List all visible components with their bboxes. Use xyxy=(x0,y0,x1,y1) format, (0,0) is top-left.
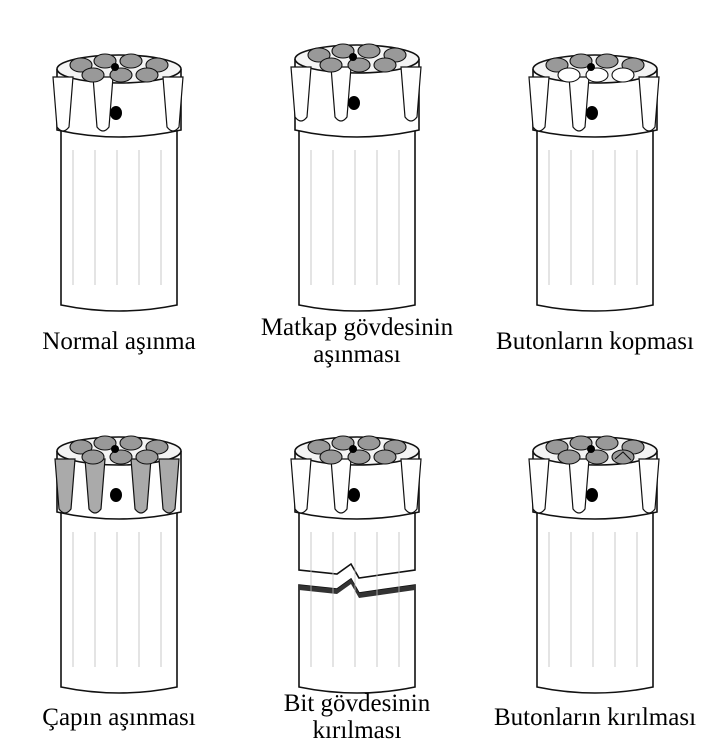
panel-body-wear: Matkap gövdesinin aşınması xyxy=(238,0,476,385)
panel-button-break: Butonların kırılması xyxy=(476,382,714,747)
bit-body xyxy=(299,130,415,311)
flushing-hole xyxy=(587,445,595,453)
side-flushing-hole xyxy=(110,488,122,502)
flushing-hole xyxy=(587,63,595,71)
panel-normal-wear: Normal aşınma xyxy=(0,0,238,370)
carbide-button xyxy=(612,68,634,82)
flushing-hole xyxy=(111,445,119,453)
bit-body xyxy=(61,512,177,693)
lower-body-segment xyxy=(299,579,415,693)
side-flushing-hole xyxy=(586,106,598,120)
caption-line: kırılması xyxy=(238,717,476,744)
carbide-button xyxy=(136,68,158,82)
carbide-button xyxy=(320,450,342,464)
side-flushing-hole xyxy=(586,488,598,502)
carbide-button xyxy=(374,58,396,72)
carbide-button xyxy=(358,436,380,450)
carbide-button xyxy=(136,450,158,464)
carbide-button xyxy=(596,54,618,68)
caption-body-break: Bit gövdesinin kırılması xyxy=(238,690,476,744)
caption-button-loss: Butonların kopması xyxy=(476,328,714,355)
carbide-button xyxy=(120,436,142,450)
upper-body-segment xyxy=(299,512,415,578)
caption-line: Butonların kopması xyxy=(476,328,714,355)
caption-line: Butonların kırılması xyxy=(476,704,714,731)
bit-body xyxy=(61,130,177,311)
flushing-hole xyxy=(349,53,357,61)
carbide-button xyxy=(558,68,580,82)
carbide-button xyxy=(558,450,580,464)
side-flushing-hole xyxy=(110,106,122,120)
caption-line: aşınması xyxy=(238,341,476,368)
carbide-button xyxy=(320,58,342,72)
panel-body-break: Bit gövdesinin kırılması xyxy=(238,382,476,747)
caption-line: Çapın aşınması xyxy=(0,704,238,731)
drill-bit-button-loss-illustration xyxy=(476,0,714,320)
bit-body xyxy=(537,130,653,311)
carbide-button xyxy=(596,436,618,450)
carbide-button xyxy=(358,44,380,58)
caption-gauge-wear: Çapın aşınması xyxy=(0,704,238,731)
bit-body xyxy=(537,512,653,693)
side-flushing-hole xyxy=(348,96,360,110)
flushing-hole xyxy=(111,63,119,71)
drill-bit-body-break-illustration xyxy=(238,382,476,702)
drill-bit-gauge-wear-illustration xyxy=(0,382,238,702)
carbide-button xyxy=(374,450,396,464)
carbide-button xyxy=(82,450,104,464)
caption-line: Normal aşınma xyxy=(0,328,238,355)
caption-normal-wear: Normal aşınma xyxy=(0,328,238,355)
side-flushing-hole xyxy=(348,488,360,502)
drill-bit-button-break-illustration xyxy=(476,382,714,702)
caption-line: Matkap gövdesinin xyxy=(238,314,476,341)
drill-bit-body-wear-illustration xyxy=(238,0,476,320)
drill-bit-normal-wear-illustration xyxy=(0,0,238,320)
panel-gauge-wear: Çapın aşınması xyxy=(0,382,238,747)
caption-line: Bit gövdesinin xyxy=(238,690,476,717)
carbide-button xyxy=(82,68,104,82)
panel-button-loss: Butonların kopması xyxy=(476,0,714,370)
caption-body-wear: Matkap gövdesinin aşınması xyxy=(238,314,476,368)
caption-button-break: Butonların kırılması xyxy=(476,704,714,731)
carbide-button xyxy=(120,54,142,68)
flushing-hole xyxy=(349,445,357,453)
